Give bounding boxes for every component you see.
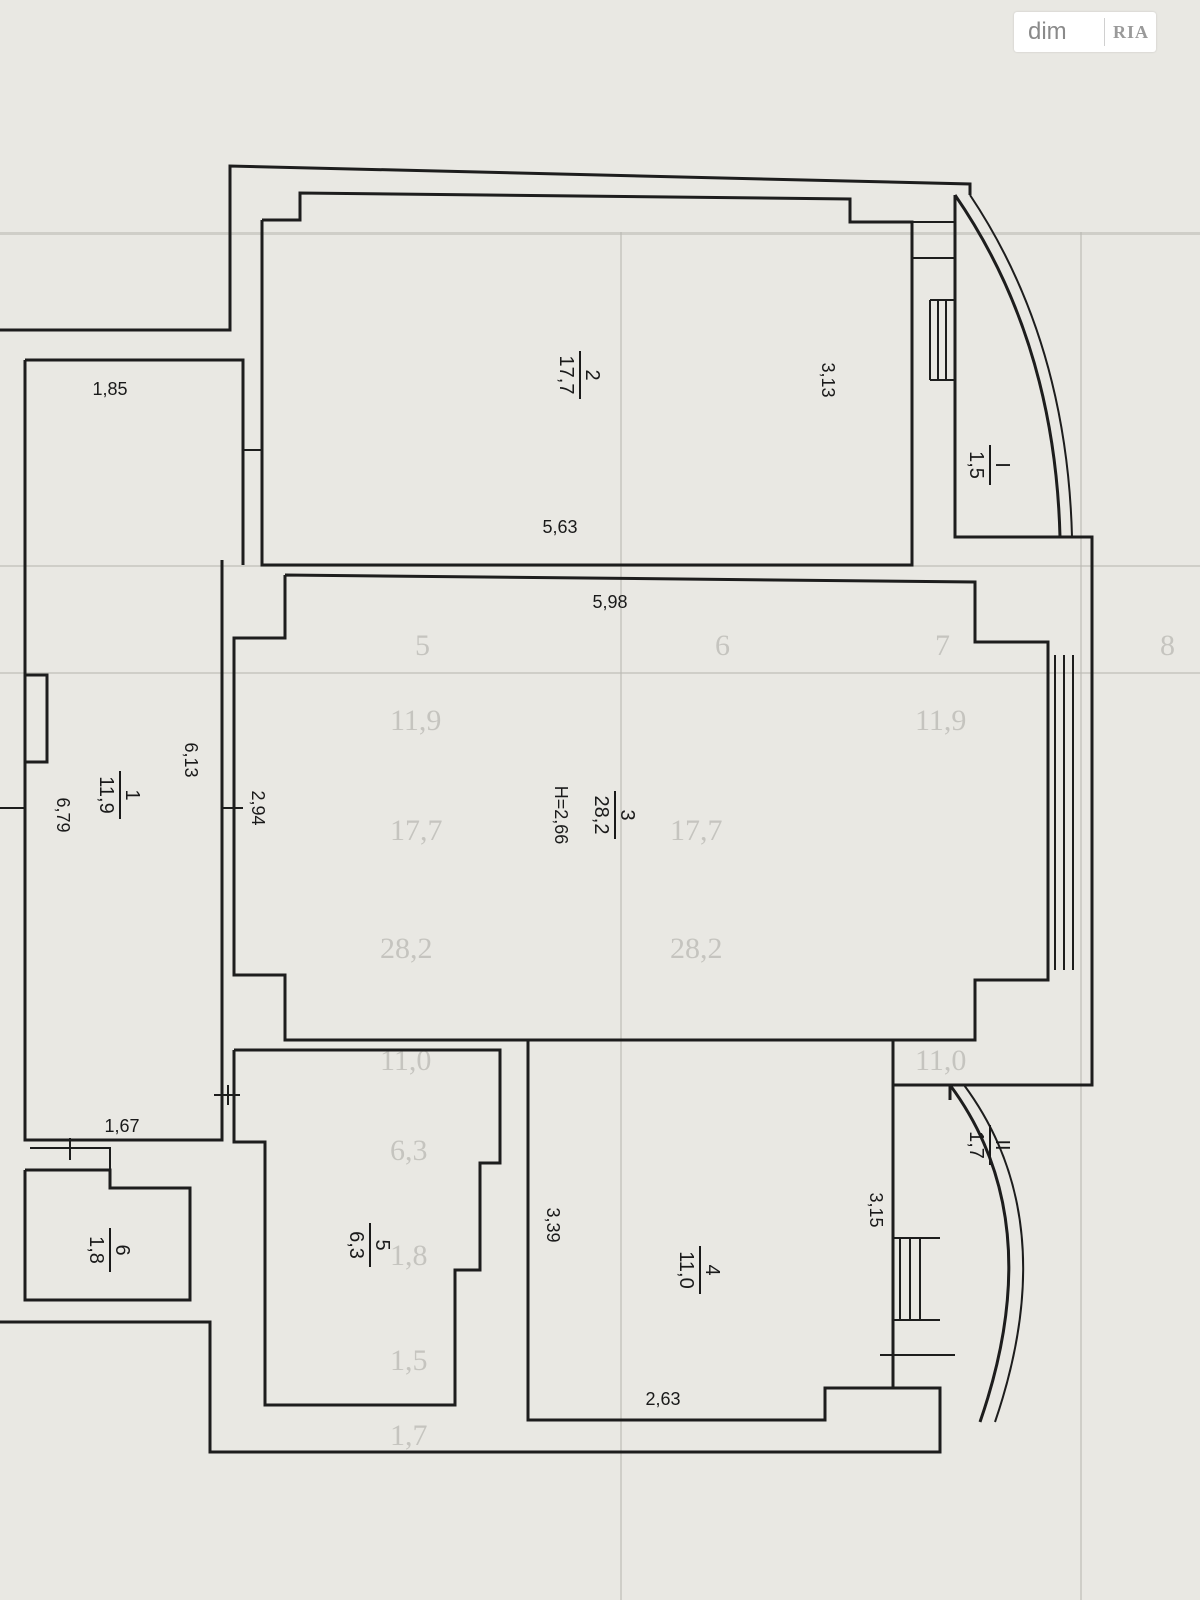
dim-room3-side: 6,13 [181, 742, 201, 777]
svg-text:6,13: 6,13 [181, 742, 201, 777]
svg-text:5,63: 5,63 [542, 517, 577, 537]
room-number: 4 [701, 1264, 723, 1275]
room-4-label: 4 11,0 [675, 1246, 723, 1294]
bg-value: 17,7 [670, 814, 723, 847]
logo-dim-text: dim [1028, 18, 1067, 45]
room-number: 6 [111, 1244, 133, 1255]
dim-room2-length: 5,63 [542, 517, 577, 537]
balcony-II-label: II 1,7 [965, 1125, 1013, 1165]
svg-text:2,63: 2,63 [645, 1389, 680, 1409]
room-number: II [991, 1139, 1013, 1150]
bg-value: 17,7 [390, 814, 443, 847]
dim-corridor-width: 1,67 [104, 1116, 139, 1136]
dim-room4-side: 3,39 [543, 1207, 563, 1242]
room-area: 1,8 [85, 1236, 107, 1264]
door-marks [0, 807, 243, 1160]
room-area: 1,7 [965, 1131, 987, 1159]
svg-text:3,13: 3,13 [818, 362, 838, 397]
dim-room4-width: 3,15 [866, 1192, 886, 1227]
room-4 [526, 1038, 895, 1422]
room-area: 17,7 [555, 356, 577, 395]
dim-room2-width: 3,13 [818, 362, 838, 397]
bg-colnum-5: 5 [415, 629, 430, 662]
room-area: 11,0 [675, 1251, 697, 1288]
room-5 [232, 1048, 502, 1407]
room-5-label: 5 6,3 [345, 1223, 393, 1267]
room-number: I [991, 462, 1013, 468]
room-2 [260, 191, 956, 567]
room-2-label: 2 17,7 [555, 351, 603, 399]
room-number: 2 [581, 369, 603, 380]
bg-value: 28,2 [670, 932, 723, 965]
bg-colnum-7: 7 [935, 629, 950, 662]
svg-text:1,85: 1,85 [92, 379, 127, 399]
logo-ria-text: RIA [1113, 21, 1150, 42]
bg-value: 11,9 [390, 704, 441, 737]
bg-value: 28,2 [380, 932, 433, 965]
room-height: H=2,66 [551, 786, 571, 845]
room-number: 3 [616, 809, 638, 820]
balcony-I [912, 194, 1073, 538]
svg-text:3,15: 3,15 [866, 1192, 886, 1227]
room-6-label: 6 1,8 [85, 1228, 133, 1272]
room-3-window [1054, 655, 1074, 970]
svg-text:5,98: 5,98 [592, 592, 627, 612]
svg-text:1,67: 1,67 [104, 1116, 139, 1136]
bg-value: 1,8 [390, 1239, 428, 1272]
room-number: 1 [121, 789, 143, 800]
room-3-height: H=2,66 [551, 786, 571, 845]
dim-room1-length: 6,79 [53, 797, 73, 832]
room-area: 1,5 [965, 451, 987, 479]
bg-value: 6,3 [390, 1134, 428, 1167]
room-1-label: 1 11,9 [95, 771, 143, 819]
dim-room3-width: 2,94 [248, 790, 268, 825]
room-6 [23, 1147, 192, 1302]
room-3-label: 3 28,2 [590, 791, 638, 839]
dimria-logo[interactable]: dim RIA [1014, 12, 1156, 52]
balcony-I-label: I 1,5 [965, 445, 1013, 485]
svg-text:2,94: 2,94 [248, 790, 268, 825]
logo-divider [1104, 18, 1105, 46]
balcony-II [880, 1083, 1025, 1430]
background-table: 5 6 7 8 11,9 17,7 28,2 11,0 6,3 1,8 1,5 … [0, 232, 1200, 1600]
dim-room3-length: 5,98 [592, 592, 627, 612]
room-number: 5 [371, 1239, 393, 1250]
bg-colnum-6: 6 [715, 629, 730, 662]
bg-colnum-8: 8 [1160, 629, 1175, 662]
svg-text:3,39: 3,39 [543, 1207, 563, 1242]
room-area: 28,2 [590, 796, 612, 835]
bg-value: 1,7 [390, 1419, 428, 1452]
bg-value: 11,0 [915, 1044, 966, 1077]
room-area: 6,3 [345, 1231, 367, 1259]
dim-room4-length: 2,63 [645, 1389, 680, 1409]
dim-room1-width: 1,85 [92, 379, 127, 399]
bg-value: 1,5 [390, 1344, 428, 1377]
room-3 [232, 573, 1050, 1042]
svg-text:6,79: 6,79 [53, 797, 73, 832]
room-area: 11,9 [95, 776, 117, 813]
bg-value: 11,9 [915, 704, 966, 737]
room-1 [23, 358, 262, 1142]
